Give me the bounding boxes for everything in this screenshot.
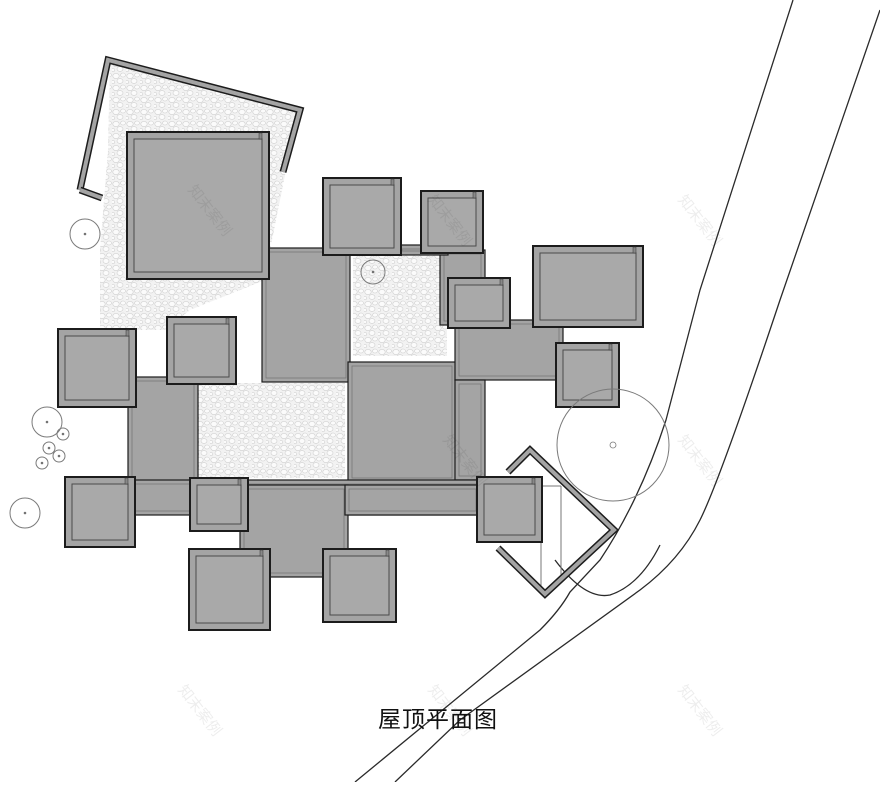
roof-block-ne-wide	[532, 245, 644, 328]
roof-block-n1	[322, 177, 402, 256]
drain-icon	[608, 343, 613, 351]
drain-icon	[390, 178, 395, 186]
tree-center-courtyard-center	[371, 270, 375, 274]
drain-icon	[258, 132, 263, 140]
tree-layer	[9, 218, 670, 529]
roof-block-n2	[420, 190, 484, 254]
wall-se-diamond-a	[496, 447, 617, 597]
drain-icon	[225, 317, 230, 325]
gravel-courtyard-west	[197, 383, 345, 478]
roof-surface	[427, 197, 477, 247]
roof-block-sw	[64, 476, 136, 548]
tree-w-large-icon	[31, 406, 63, 438]
roof-block-w2	[166, 316, 237, 385]
tree-w-small-3-icon	[52, 449, 66, 463]
roof-block-layer	[57, 131, 644, 631]
wall-layer	[76, 55, 620, 599]
drain-icon	[259, 549, 264, 557]
roof-surface	[539, 252, 637, 321]
tree-w-small-2-icon	[42, 441, 56, 455]
roof-surface	[483, 483, 536, 536]
slab-c-inner-edge	[351, 365, 453, 479]
slab-a	[261, 247, 351, 383]
tree-east-large-icon	[556, 388, 670, 502]
road-edge-outer	[394, 9, 880, 783]
slab-c	[347, 361, 457, 483]
drawing-title: 屋顶平面图	[378, 707, 498, 733]
slab-h	[344, 484, 481, 516]
roof-block-west	[57, 328, 137, 408]
roof-surface	[454, 284, 504, 322]
gravel-courtyard-center	[353, 253, 447, 356]
roof-surface	[562, 349, 613, 401]
roof-block-se-entry	[476, 476, 543, 543]
wall-nw-enclosure	[78, 57, 303, 191]
roof-block-s1	[189, 477, 249, 532]
drain-icon	[385, 549, 390, 557]
roof-surface	[71, 483, 129, 541]
tree-w-large-center	[45, 420, 49, 424]
roof-surface	[195, 555, 264, 624]
roof-surface	[196, 484, 242, 525]
roof-block-east	[555, 342, 620, 408]
roof-surface	[329, 555, 390, 616]
tree-w-small-4-center	[40, 461, 44, 465]
roof-surface	[173, 323, 230, 378]
tree-w-small-3-center	[57, 454, 61, 458]
drain-icon	[531, 477, 536, 485]
tree-sw-center	[23, 511, 27, 515]
wall-nw-return	[79, 188, 103, 200]
slab-a-inner-edge	[265, 251, 347, 379]
roof-block-s2	[188, 548, 271, 631]
drain-icon	[499, 278, 504, 286]
tree-w-small-1-center	[61, 432, 65, 436]
tree-east-large-center	[609, 441, 617, 449]
drain-icon	[237, 478, 242, 486]
tree-nw-icon	[69, 218, 101, 250]
drain-icon	[632, 246, 637, 254]
roof-block-ne-small	[447, 277, 511, 329]
roof-surface	[133, 138, 263, 273]
tree-nw-center	[83, 232, 87, 236]
tree-sw-icon	[9, 497, 41, 529]
slab-b	[127, 376, 199, 486]
tree-w-small-1-icon	[56, 427, 70, 441]
roof-surface	[64, 335, 130, 401]
tree-center-courtyard-icon	[360, 259, 386, 285]
roof-block-s3	[322, 548, 397, 623]
drain-icon	[472, 191, 477, 199]
road-layer	[354, 0, 880, 783]
road-edge-inner	[354, 0, 794, 783]
roof-surface	[329, 184, 395, 249]
tree-w-small-4-icon	[35, 456, 49, 470]
road-curb-loop	[554, 544, 661, 597]
tree-w-small-2-center	[47, 446, 51, 450]
roof-block-large-nw	[126, 131, 270, 280]
drain-icon	[124, 477, 129, 485]
slab-e-inner-edge	[458, 383, 482, 477]
drain-icon	[125, 329, 130, 337]
entry-layer	[540, 485, 562, 592]
